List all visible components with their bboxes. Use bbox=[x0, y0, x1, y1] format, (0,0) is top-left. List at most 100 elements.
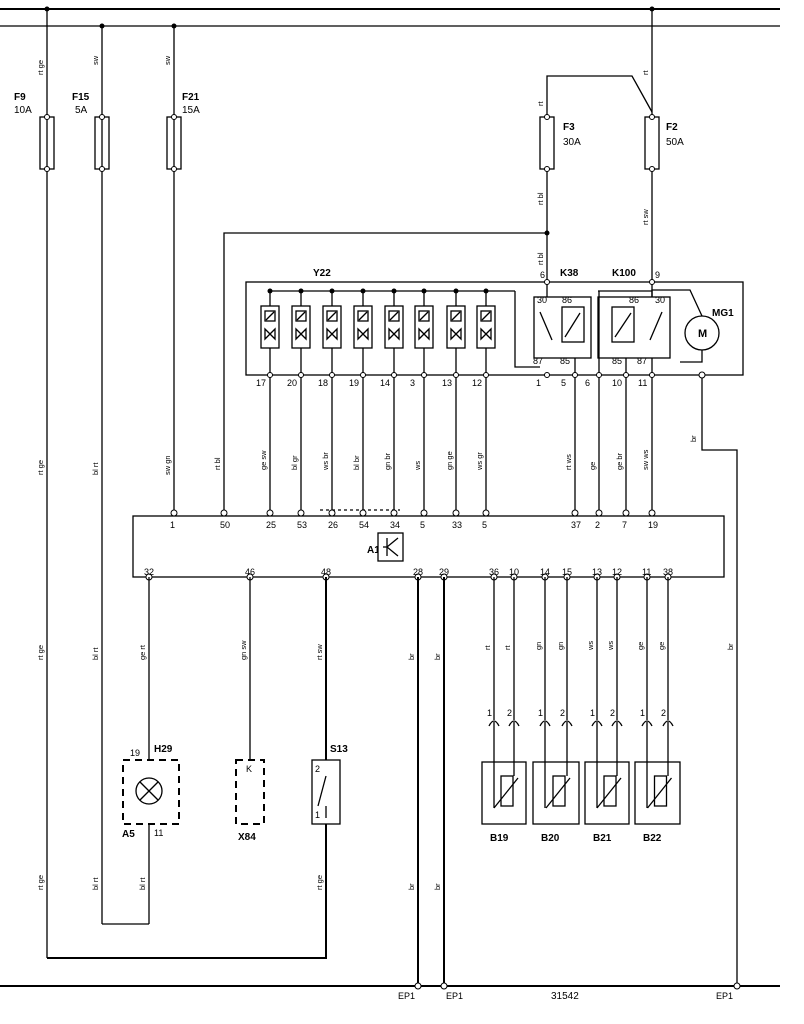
svg-text:2: 2 bbox=[315, 764, 320, 774]
svg-text:12: 12 bbox=[472, 378, 482, 388]
ground-ep1-1: EP1 bbox=[398, 991, 415, 1001]
svg-text:rt: rt bbox=[536, 101, 545, 106]
y22-unit: Y22 K38 K100 MG1 M 6 9 30 86 87 85 86 30… bbox=[245, 268, 744, 376]
svg-text:46: 46 bbox=[245, 567, 255, 577]
svg-text:85: 85 bbox=[612, 356, 622, 366]
solenoid-valve bbox=[414, 288, 434, 349]
svg-text:5: 5 bbox=[561, 378, 566, 388]
svg-text:38: 38 bbox=[663, 567, 673, 577]
svg-text:11: 11 bbox=[154, 828, 163, 838]
svg-text:19: 19 bbox=[349, 378, 359, 388]
svg-text:26: 26 bbox=[328, 520, 338, 530]
svg-text:rt: rt bbox=[641, 70, 650, 75]
svg-text:bl br: bl br bbox=[352, 455, 361, 470]
svg-text:bl rt: bl rt bbox=[91, 462, 100, 475]
svg-text:ge: ge bbox=[657, 642, 666, 650]
svg-text:br: br bbox=[689, 435, 698, 442]
svg-text:rt sw: rt sw bbox=[641, 209, 650, 225]
solenoid-valve bbox=[476, 288, 496, 349]
fuse-f3: F3 30A bbox=[539, 9, 653, 275]
svg-text:bl rt: bl rt bbox=[91, 647, 100, 660]
svg-text:54: 54 bbox=[359, 520, 369, 530]
svg-text:sw: sw bbox=[91, 55, 100, 65]
motor-symbol: M bbox=[698, 328, 707, 340]
a16-control-unit: A16 bbox=[132, 515, 725, 578]
svg-text:H29: H29 bbox=[154, 744, 173, 755]
svg-text:7: 7 bbox=[622, 520, 627, 530]
wire-mg1-ground bbox=[701, 375, 738, 986]
svg-text:gn sw: gn sw bbox=[239, 640, 248, 660]
fuse-f2: F2 50A bbox=[644, 116, 684, 275]
svg-text:S13: S13 bbox=[330, 744, 348, 755]
svg-text:86: 86 bbox=[629, 295, 639, 305]
svg-text:13: 13 bbox=[442, 378, 452, 388]
svg-text:1: 1 bbox=[536, 378, 541, 388]
svg-text:20: 20 bbox=[287, 378, 297, 388]
svg-text:A5: A5 bbox=[122, 829, 135, 840]
svg-text:28: 28 bbox=[413, 567, 423, 577]
svg-text:rt bl: rt bl bbox=[213, 457, 222, 470]
svg-text:15: 15 bbox=[562, 567, 572, 577]
svg-text:1: 1 bbox=[538, 708, 543, 718]
svg-text:2: 2 bbox=[507, 708, 512, 718]
solenoid-valve bbox=[446, 288, 466, 349]
svg-text:rt ge: rt ge bbox=[36, 645, 45, 660]
solenoid-valve bbox=[322, 288, 342, 349]
solenoid-valve bbox=[353, 288, 373, 349]
svg-text:87: 87 bbox=[533, 356, 543, 366]
svg-text:gn ge: gn ge bbox=[445, 451, 454, 470]
f3-name: F3 bbox=[563, 122, 575, 133]
svg-text:ge: ge bbox=[588, 462, 597, 470]
svg-text:19: 19 bbox=[648, 520, 658, 530]
svg-text:10: 10 bbox=[509, 567, 519, 577]
h29-lamp: H29 A5 19 11 bbox=[102, 744, 180, 925]
ground-ep1-3: EP1 bbox=[716, 991, 733, 1001]
svg-text:1: 1 bbox=[170, 520, 175, 530]
sensor-name: B20 bbox=[541, 833, 560, 844]
f15-name: F15 bbox=[72, 92, 90, 103]
svg-text:ws: ws bbox=[413, 461, 422, 471]
svg-text:ws: ws bbox=[606, 641, 615, 651]
svg-text:rt ge: rt ge bbox=[315, 875, 324, 890]
svg-text:br: br bbox=[407, 653, 416, 660]
f9-name: F9 bbox=[14, 92, 26, 103]
svg-text:9: 9 bbox=[655, 270, 660, 280]
svg-text:50: 50 bbox=[220, 520, 230, 530]
svg-text:19: 19 bbox=[130, 748, 140, 758]
svg-text:25: 25 bbox=[266, 520, 276, 530]
svg-text:rt bl: rt bl bbox=[536, 252, 545, 265]
svg-text:5: 5 bbox=[482, 520, 487, 530]
svg-text:gn: gn bbox=[534, 642, 543, 650]
svg-text:10: 10 bbox=[612, 378, 622, 388]
svg-text:30: 30 bbox=[655, 295, 665, 305]
svg-text:12: 12 bbox=[612, 567, 622, 577]
f21-rating: 15A bbox=[182, 105, 200, 116]
y22-name: Y22 bbox=[313, 268, 331, 279]
svg-text:rt ge: rt ge bbox=[36, 60, 45, 75]
ground-ep1-2: EP1 bbox=[446, 991, 463, 1001]
f3-rating: 30A bbox=[563, 137, 581, 148]
svg-text:sw gn: sw gn bbox=[163, 455, 172, 475]
svg-text:rt ws: rt ws bbox=[564, 454, 573, 470]
svg-text:br: br bbox=[726, 643, 735, 650]
svg-text:32: 32 bbox=[144, 567, 154, 577]
svg-text:29: 29 bbox=[439, 567, 449, 577]
svg-text:11: 11 bbox=[642, 567, 651, 577]
solenoid-valve bbox=[384, 288, 404, 349]
solenoid-valve bbox=[260, 288, 280, 349]
svg-text:ge br: ge br bbox=[615, 452, 624, 470]
f21-name: F21 bbox=[182, 92, 200, 103]
svg-text:86: 86 bbox=[562, 295, 572, 305]
svg-text:sw: sw bbox=[163, 55, 172, 65]
svg-text:X84: X84 bbox=[238, 832, 256, 843]
svg-text:gn: gn bbox=[556, 642, 565, 650]
svg-text:30: 30 bbox=[537, 295, 547, 305]
svg-text:13: 13 bbox=[592, 567, 602, 577]
wire-color-labels: rt ge sw sw rt rt rt bl rt sw rt bl rt g… bbox=[36, 55, 650, 890]
svg-text:11: 11 bbox=[638, 378, 647, 388]
s13-switch: S13 2 1 bbox=[47, 744, 348, 959]
